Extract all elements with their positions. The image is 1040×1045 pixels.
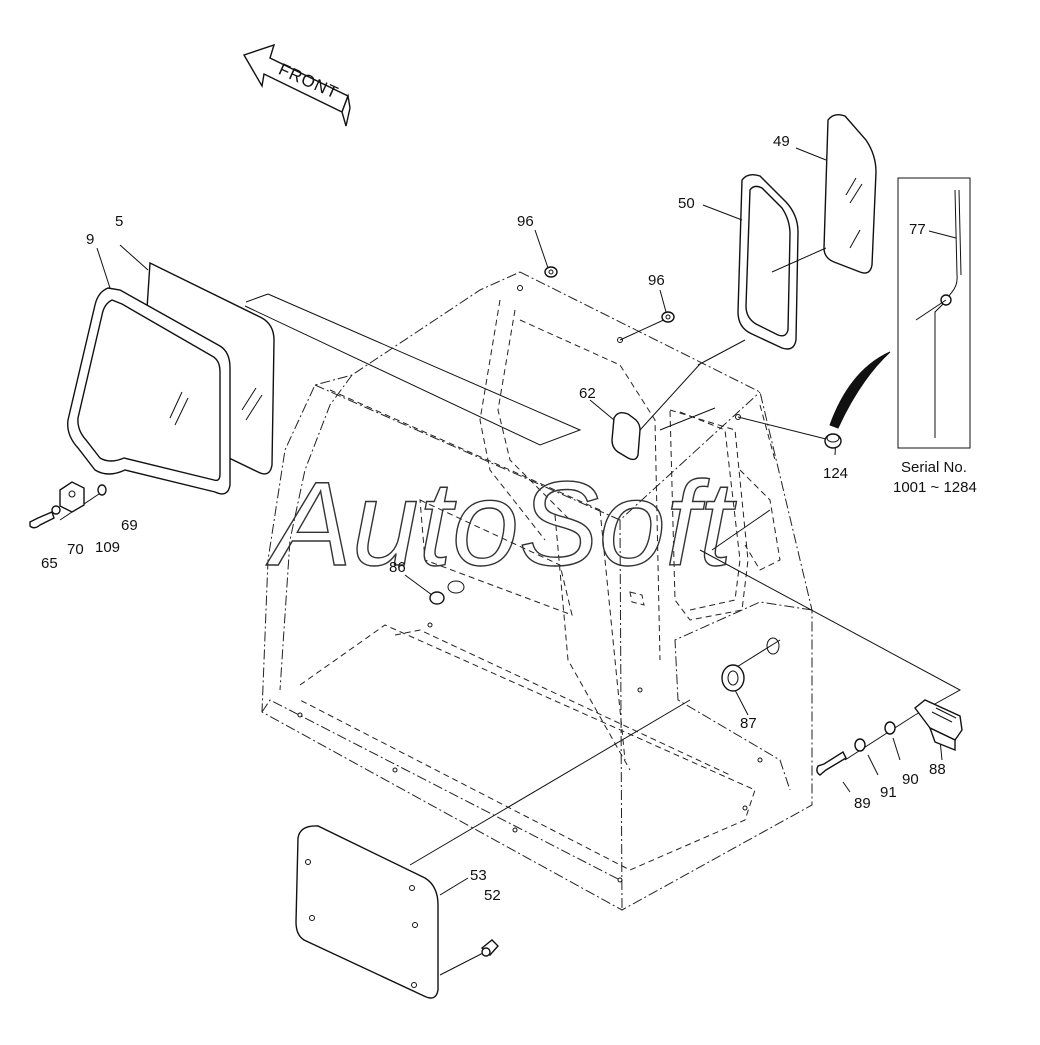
part-9-window-seal: [67, 287, 231, 495]
label-part-77: 77: [909, 221, 926, 238]
label-part-91: 91: [880, 784, 897, 801]
label-part-88: 88: [929, 761, 946, 778]
label-part-124: 124: [823, 465, 848, 482]
label-part-49: 49: [773, 133, 790, 150]
front-arrow: FRONT: [242, 43, 351, 127]
label-part-52: 52: [484, 887, 501, 904]
part-77-antenna-inset: [897, 177, 971, 449]
inset-pointer-arrow: [829, 351, 891, 429]
part-number-labels: 5 9 49 50 96 96 77 62 124 69 109 70 65 8…: [41, 133, 946, 904]
label-part-53: 53: [470, 867, 487, 884]
label-part-109: 109: [95, 539, 120, 556]
label-part-96-b: 96: [648, 272, 665, 289]
label-part-70: 70: [67, 541, 84, 558]
label-part-69: 69: [121, 517, 138, 534]
serial-note-line1: Serial No.: [901, 459, 967, 476]
label-part-50: 50: [678, 195, 695, 212]
label-part-62: 62: [579, 385, 596, 402]
part-49-glass: [823, 113, 877, 274]
label-part-65: 65: [41, 555, 58, 572]
label-part-87: 87: [740, 715, 757, 732]
label-part-86: 86: [389, 559, 406, 576]
part-50-seal: [737, 173, 799, 350]
label-part-96-a: 96: [517, 213, 534, 230]
label-part-89: 89: [854, 795, 871, 812]
cab-body: [261, 271, 813, 911]
label-part-5: 5: [115, 213, 123, 230]
label-part-9: 9: [86, 231, 94, 248]
part-53-plate: [295, 825, 439, 999]
watermark: AutoSoft: [266, 457, 737, 591]
hardware-parts: [29, 266, 963, 957]
label-part-90: 90: [902, 771, 919, 788]
leader-lines: [59, 147, 962, 976]
serial-note-line2: 1001 ~ 1284: [893, 479, 977, 496]
